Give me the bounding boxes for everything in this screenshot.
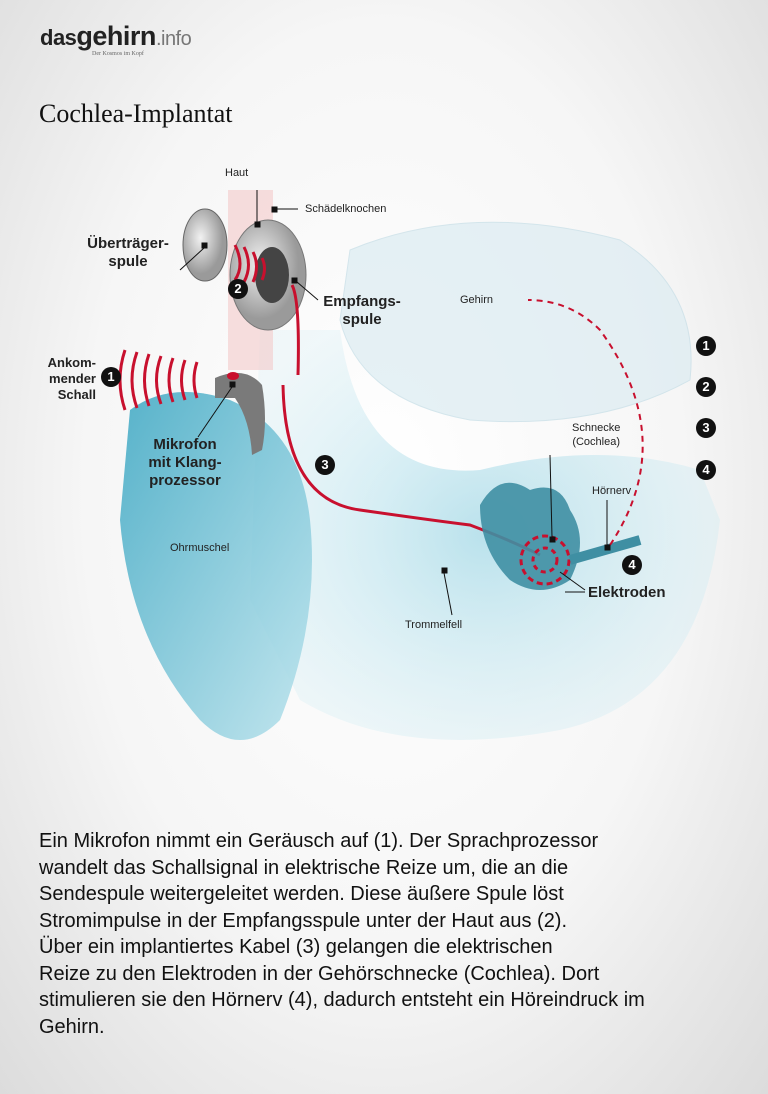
logo-info: .info <box>155 28 192 50</box>
description-line: Stromimpulse in der Empfangsspule unter … <box>39 909 568 932</box>
description-line: wandelt das Schallsignal in elektrische … <box>39 856 569 879</box>
electrode-spiral-inner <box>531 546 559 574</box>
label-empfangs: Empfangs-spule <box>312 293 412 329</box>
label-schnecke-line: (Cochlea) <box>572 436 620 448</box>
description-line: Sendespule weitergeleitet werden. Diese … <box>39 883 564 905</box>
label-schall-line: Schall <box>57 387 96 402</box>
description-line: stimulieren sie den Hörnerv (4), dadurch… <box>39 989 645 1038</box>
label-schaedelknochen: Schädelknochen <box>305 203 387 215</box>
logo-tagline: Der Kosmos im Kopf <box>92 51 144 57</box>
electrode-spiral <box>519 534 571 586</box>
label-mikrofon-line: prozessor <box>149 472 221 489</box>
label-mikrofon-line: Mikrofon <box>153 436 217 453</box>
page-title: Cochlea-Implantat <box>39 99 233 128</box>
legend-badge-4: 4 <box>696 460 716 480</box>
brain-shape <box>339 221 692 423</box>
microphone-dot <box>227 372 239 380</box>
label-uebertraeger-line: Überträger- <box>87 235 169 252</box>
signal-to-brain <box>527 299 644 546</box>
label-mikrofon-line: mit Klang- <box>148 454 222 471</box>
ear-shape <box>120 392 312 740</box>
description-line: Ein Mikrofon nimmt ein Geräusch auf (1).… <box>39 830 599 852</box>
badge-1: 1 <box>101 367 121 387</box>
label-schall-line: mender <box>49 371 96 386</box>
cochlea-shape <box>480 482 580 590</box>
label-elektroden: Elektroden <box>588 584 666 601</box>
cochlea-illustration <box>118 190 720 740</box>
logo: dasgehirn.info <box>40 21 192 51</box>
label-empfangs-line: Empfangs- <box>323 293 401 310</box>
description-line: Über ein implantiertes Kabel (3) gelange… <box>39 936 553 958</box>
description-line: Reize zu den Elektroden in der Gehörschn… <box>39 962 600 985</box>
badge-3: 3 <box>315 455 335 475</box>
description: Ein Mikrofon nimmt ein Geräusch auf (1).… <box>39 828 739 1040</box>
label-hoernerv: Hörnerv <box>592 485 632 497</box>
logo-das: das <box>40 25 77 50</box>
legend-badge-1: 1 <box>696 336 716 356</box>
label-gehirn: Gehirn <box>460 294 494 306</box>
label-schnecke: Schnecke (Cochlea) <box>572 421 620 449</box>
badge-2: 2 <box>228 279 248 299</box>
leader-lines <box>179 190 611 616</box>
label-empfangs-line: spule <box>342 311 382 328</box>
label-schnecke-line: Schnecke <box>572 422 621 434</box>
label-haut: Haut <box>225 167 249 179</box>
legend-badge-2: 2 <box>696 377 716 397</box>
label-uebertraeger: Überträger-spule <box>78 235 178 271</box>
logo-gehirn: gehirn <box>76 21 156 51</box>
badge-4: 4 <box>622 555 642 575</box>
label-trommelfell: Trommelfell <box>405 619 463 631</box>
receiver-core <box>255 247 289 303</box>
label-uebertraeger-line: spule <box>108 253 148 270</box>
label-schall-line: Ankom- <box>47 355 96 370</box>
label-ohrmuschel: Ohrmuschel <box>170 542 230 554</box>
legend-badge-3: 3 <box>696 418 716 438</box>
